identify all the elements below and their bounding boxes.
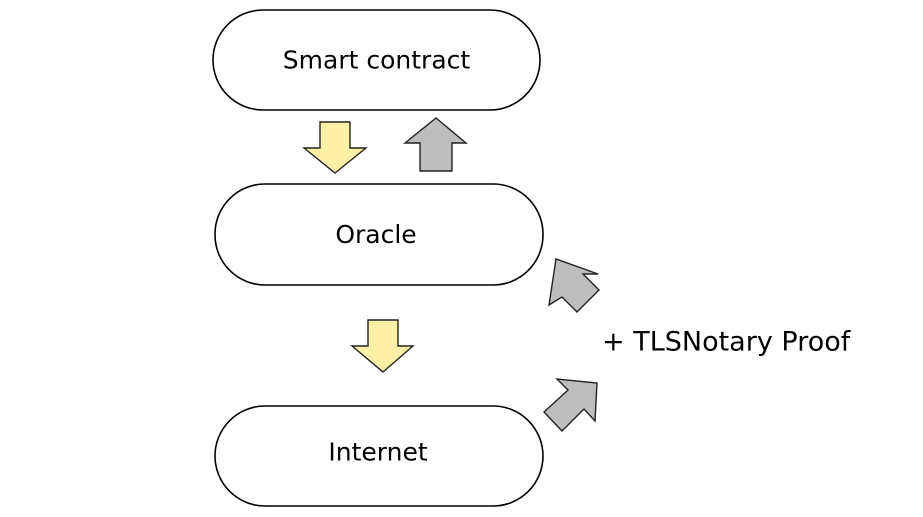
up-arrow-icon: [548, 258, 600, 313]
internet-node-shape: [214, 405, 544, 507]
internet-node: Internet: [214, 405, 544, 507]
oracle-node: Oracle: [214, 183, 544, 286]
oracle-label: Oracle: [335, 220, 416, 249]
smart-contract-node: Smart contract: [212, 9, 541, 111]
smart-contract-node-shape: [212, 9, 541, 111]
oracle-node-shape: [214, 183, 544, 286]
down-arrow-icon: [302, 121, 368, 174]
up-arrow-icon: [543, 378, 598, 433]
tlsnotary-proof-label: + TLSNotary Proof: [602, 327, 852, 358]
internet-label: Internet: [328, 438, 427, 467]
down-arrow-icon: [350, 319, 415, 373]
smart-contract-label: Smart contract: [283, 46, 471, 75]
up-arrow-icon: [403, 117, 468, 172]
